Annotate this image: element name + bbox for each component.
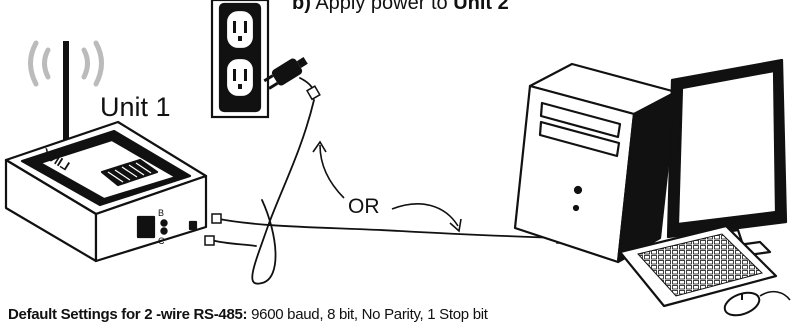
mouse-icon [723, 290, 791, 317]
link-device [4, 120, 208, 263]
power-plug-icon [263, 56, 308, 90]
settings-values: 9600 baud, 8 bit, No Parity, 1 Stop bit [251, 306, 488, 323]
keyboard-icon [618, 224, 778, 308]
step-title: b) Apply power to Unit 2 [292, 0, 509, 15]
cable-to-unit1 [210, 239, 257, 247]
wall-outlet-icon [210, 0, 270, 119]
led-label-c: C [158, 236, 165, 246]
step-letter: b) [292, 0, 311, 14]
computer-tower-icon [513, 62, 678, 264]
monitor-icon [666, 58, 788, 264]
wifi-signal-icon [28, 40, 104, 87]
unit1-label: Unit 1 [100, 92, 171, 122]
antenna-icon [63, 41, 69, 147]
step-target: Unit 2 [453, 0, 509, 14]
data-cable [213, 217, 561, 239]
default-settings-note: Default Settings for 2 -wire RS-485: 960… [8, 306, 488, 323]
or-arrows [312, 140, 462, 233]
or-label: OR [348, 195, 380, 218]
step-text: Apply power to [315, 0, 448, 14]
led-label-b: B [158, 208, 164, 218]
settings-heading: Default Settings for 2 -wire RS-485: [8, 306, 248, 323]
